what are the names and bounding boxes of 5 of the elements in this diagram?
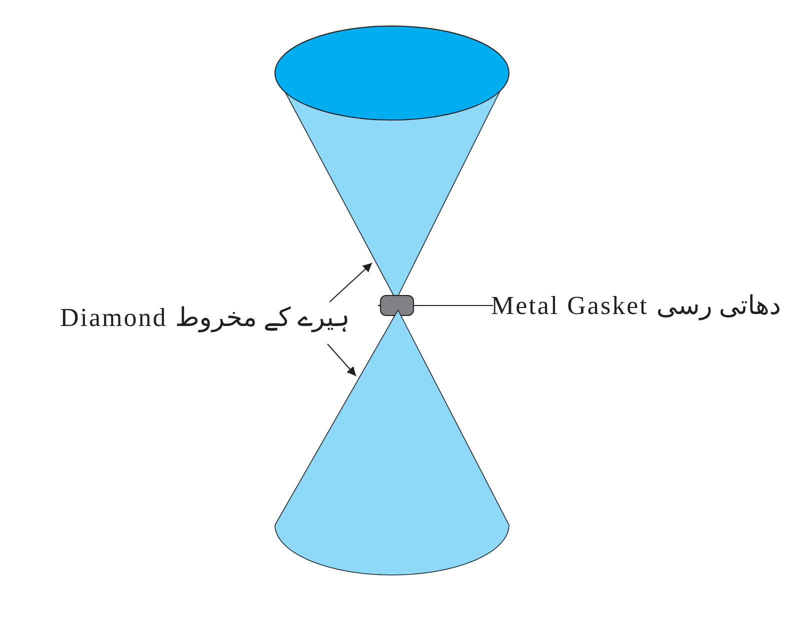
gasket bbox=[380, 295, 414, 316]
leader-arrow bbox=[329, 262, 372, 302]
leader-arrow bbox=[327, 344, 356, 376]
label-text: Metal Gasket دھاتی رسی bbox=[491, 290, 781, 322]
label-text: Diamond ہیرے کے مخروط bbox=[60, 302, 350, 334]
